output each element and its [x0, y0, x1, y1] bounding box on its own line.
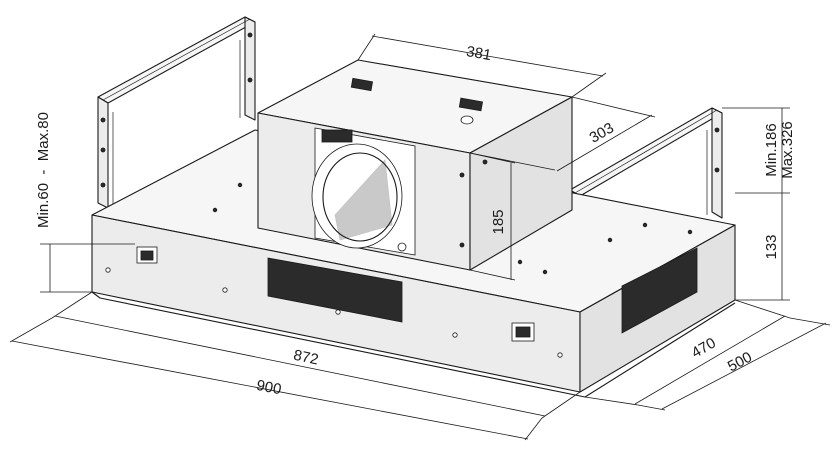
left-control-switch-icon [136, 246, 158, 264]
dimension-label-133: 133 [763, 234, 780, 259]
dimension-label-900: 900 [255, 377, 283, 398]
motor-box [257, 59, 573, 271]
left-mounting-bracket [97, 16, 256, 209]
dimension-label-185: 185 [490, 209, 507, 234]
side-grille-slot [621, 247, 698, 334]
dimension-label-303: 303 [587, 119, 617, 146]
right-control-switch-icon [511, 322, 535, 342]
dimension-label-min186: Min.186 [763, 123, 780, 176]
dimension-label-872: 872 [292, 347, 320, 369]
dimension-label-max326: Max.326 [779, 121, 796, 179]
dimension-label-381: 381 [465, 43, 493, 64]
dimension-lines [9, 33, 831, 441]
front-grille-slot [267, 257, 403, 323]
dimension-label-min60-max80: Min.60 - Max.80 [35, 112, 52, 228]
dimension-label-500: 500 [725, 349, 755, 376]
exhaust-outlet-ring [311, 143, 403, 249]
